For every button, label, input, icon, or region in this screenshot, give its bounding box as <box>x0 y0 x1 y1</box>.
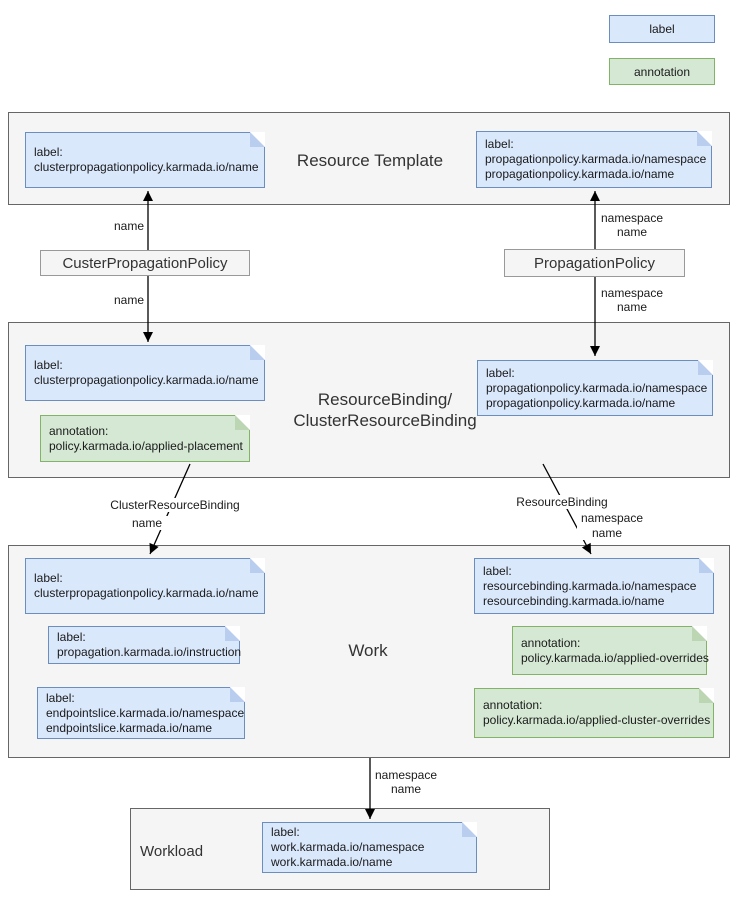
legend-annotation-text: annotation <box>633 64 691 79</box>
edge-label-pp-to-binding: namespace name <box>597 286 667 314</box>
note-work-label-endpointslice: label: endpointslice.karmada.io/namespac… <box>37 687 245 739</box>
note-fold-icon <box>698 360 713 375</box>
note-fold-icon <box>225 626 240 641</box>
edge-label-clusterresourcebinding: ClusterResourceBinding <box>105 498 245 512</box>
edge-label-clusterresourcebinding-name: name <box>122 516 172 530</box>
note-fold-icon <box>250 345 265 360</box>
note-fold-icon <box>462 822 477 837</box>
note-fold-icon <box>235 415 250 430</box>
note-rt-label-right: label: propagationpolicy.karmada.io/name… <box>476 131 712 188</box>
note-fold-icon <box>692 626 707 641</box>
node-cluster-propagation-policy-label: CusterPropagationPolicy <box>62 254 228 272</box>
title-workload: Workload <box>140 843 204 860</box>
edge-label-cpp-to-template: name <box>86 219 144 233</box>
title-resource-binding-line1: ResourceBinding/ <box>317 390 453 409</box>
note-rb-label-right: label: propagationpolicy.karmada.io/name… <box>477 360 713 416</box>
edge-label-resourcebinding: ResourceBinding <box>512 495 612 509</box>
edge-label-cpp-to-binding: name <box>86 293 144 307</box>
edge-label-pp-to-template: namespace name <box>597 211 667 239</box>
node-cluster-propagation-policy: CusterPropagationPolicy <box>40 250 250 276</box>
note-work-annotation-cluster-overrides: annotation: policy.karmada.io/applied-cl… <box>474 688 714 738</box>
title-work: Work <box>348 641 388 660</box>
node-propagation-policy: PropagationPolicy <box>504 249 685 277</box>
note-fold-icon <box>230 687 245 702</box>
note-rb-annotation-placement: annotation: policy.karmada.io/applied-pl… <box>40 415 250 462</box>
note-fold-icon <box>250 132 265 147</box>
note-rb-label-left: label: clusterpropagationpolicy.karmada.… <box>25 345 265 401</box>
note-fold-icon <box>699 688 714 703</box>
note-rt-label-left: label: clusterpropagationpolicy.karmada.… <box>25 132 265 188</box>
note-work-annotation-overrides: annotation: policy.karmada.io/applied-ov… <box>512 626 709 675</box>
legend-annotation-swatch: annotation <box>609 58 715 85</box>
note-fold-icon <box>697 131 712 146</box>
note-fold-icon <box>250 558 265 573</box>
edge-label-work-to-workload: namespace name <box>372 768 440 796</box>
node-propagation-policy-label: PropagationPolicy <box>534 254 655 272</box>
title-resource-template: Resource Template <box>296 151 444 170</box>
note-work-label-resourcebinding: label: resourcebinding.karmada.io/namesp… <box>474 558 714 614</box>
title-resource-binding: ResourceBinding/ ClusterResourceBinding <box>275 389 495 431</box>
legend-label-swatch: label <box>609 15 715 43</box>
note-workload-label-work: label: work.karmada.io/namespace work.ka… <box>262 822 477 873</box>
legend-label-text: label <box>649 22 675 36</box>
title-resource-binding-line2: ClusterResourceBinding <box>293 411 477 430</box>
note-work-label-instruction: label: propagation.karmada.io/instructio… <box>48 626 241 664</box>
edge-label-resourcebinding-namespace: namespace <box>577 511 647 525</box>
note-work-label-cpp: label: clusterpropagationpolicy.karmada.… <box>25 558 265 614</box>
note-fold-icon <box>699 558 714 573</box>
edge-label-resourcebinding-name: name <box>577 526 637 540</box>
